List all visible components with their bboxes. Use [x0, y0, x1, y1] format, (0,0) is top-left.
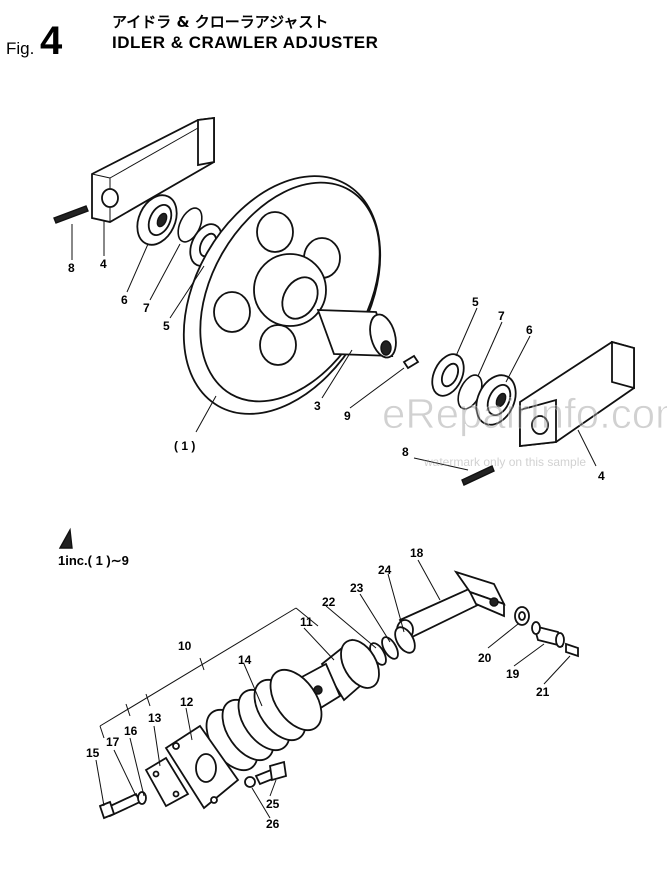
upper-leader-lines [71, 220, 597, 471]
bolt-15 [98, 791, 147, 820]
title-japanese: アイドラ & クローラアジャスト [112, 13, 328, 31]
idler-shaft [316, 309, 397, 359]
fig-label: Fig. [6, 39, 34, 58]
left-bracket [91, 116, 215, 223]
lower-leader-lines [95, 559, 571, 819]
right-bearing [475, 374, 517, 426]
callout-6-left: 6 [121, 293, 128, 307]
callout-26: 26 [266, 817, 280, 831]
callout-10: 10 [178, 639, 192, 653]
callout-5-left: 5 [163, 319, 170, 333]
callout-8-right: 8 [402, 445, 409, 459]
valve-19 [531, 621, 565, 648]
adjuster-cylinder [298, 638, 380, 714]
right-seal [431, 353, 465, 397]
callout-6-right: 6 [526, 323, 533, 337]
title-english: IDLER & CRAWLER ADJUSTER [112, 33, 378, 52]
inclusion-note: 1inc.( 1 )∼9 [58, 527, 129, 568]
callout-5-right: 5 [472, 295, 479, 309]
grease-fitting-21 [565, 642, 579, 658]
callout-3: 3 [314, 399, 321, 413]
callout-20: 20 [478, 651, 492, 665]
crawler-adjuster-drawing: 10 11 12 13 14 15 16 17 18 19 20 21 22 2… [86, 546, 579, 831]
lower-grouping-lines [99, 607, 319, 739]
callout-14: 14 [238, 653, 252, 667]
callout-4-right: 4 [598, 469, 605, 483]
adjuster-rings [369, 626, 416, 666]
inclusion-note-text: 1inc.( 1 )∼9 [58, 553, 129, 568]
header: Fig. 4 アイドラ & クローラアジャスト IDLER & CRAWLER … [6, 13, 378, 63]
watermark-main: eRepairInfo.com [382, 390, 667, 437]
right-pin [461, 465, 495, 486]
right-bracket [519, 340, 635, 448]
callout-18: 18 [410, 546, 424, 560]
callout-7-left: 7 [143, 301, 150, 315]
callout-19: 19 [506, 667, 520, 681]
adjuster-spring [205, 668, 323, 772]
left-pin [53, 205, 89, 224]
callout-17: 17 [106, 735, 120, 749]
callout-25: 25 [266, 797, 280, 811]
callout-7-right: 7 [498, 309, 505, 323]
bolt-25 [244, 760, 288, 788]
callout-24: 24 [378, 563, 392, 577]
callout-22: 22 [322, 595, 336, 609]
left-bearing [136, 194, 178, 246]
fig-number: 4 [40, 19, 63, 63]
callout-9: 9 [344, 409, 351, 423]
callout-4-left: 4 [100, 257, 107, 271]
callout-11: 11 [300, 615, 313, 629]
adjuster-plate [164, 724, 240, 810]
idler-assembly-drawing: 8 4 6 7 5 3 9 ( 1 ) 5 7 6 4 8 [53, 116, 635, 486]
callout-12: 12 [180, 695, 194, 709]
callout-13: 13 [148, 711, 162, 725]
callout-8-left: 8 [68, 261, 75, 275]
plug [402, 354, 420, 370]
callout-23: 23 [350, 581, 364, 595]
adjuster-rod [396, 570, 506, 641]
callout-16: 16 [124, 724, 138, 738]
washer-20 [514, 606, 530, 626]
callout-1: ( 1 ) [174, 439, 195, 453]
callout-15: 15 [86, 746, 100, 760]
callout-21: 21 [536, 685, 550, 699]
watermark-sub: watermark only on this sample [423, 455, 586, 469]
watermark: eRepairInfo.com watermark only on this s… [382, 390, 667, 469]
